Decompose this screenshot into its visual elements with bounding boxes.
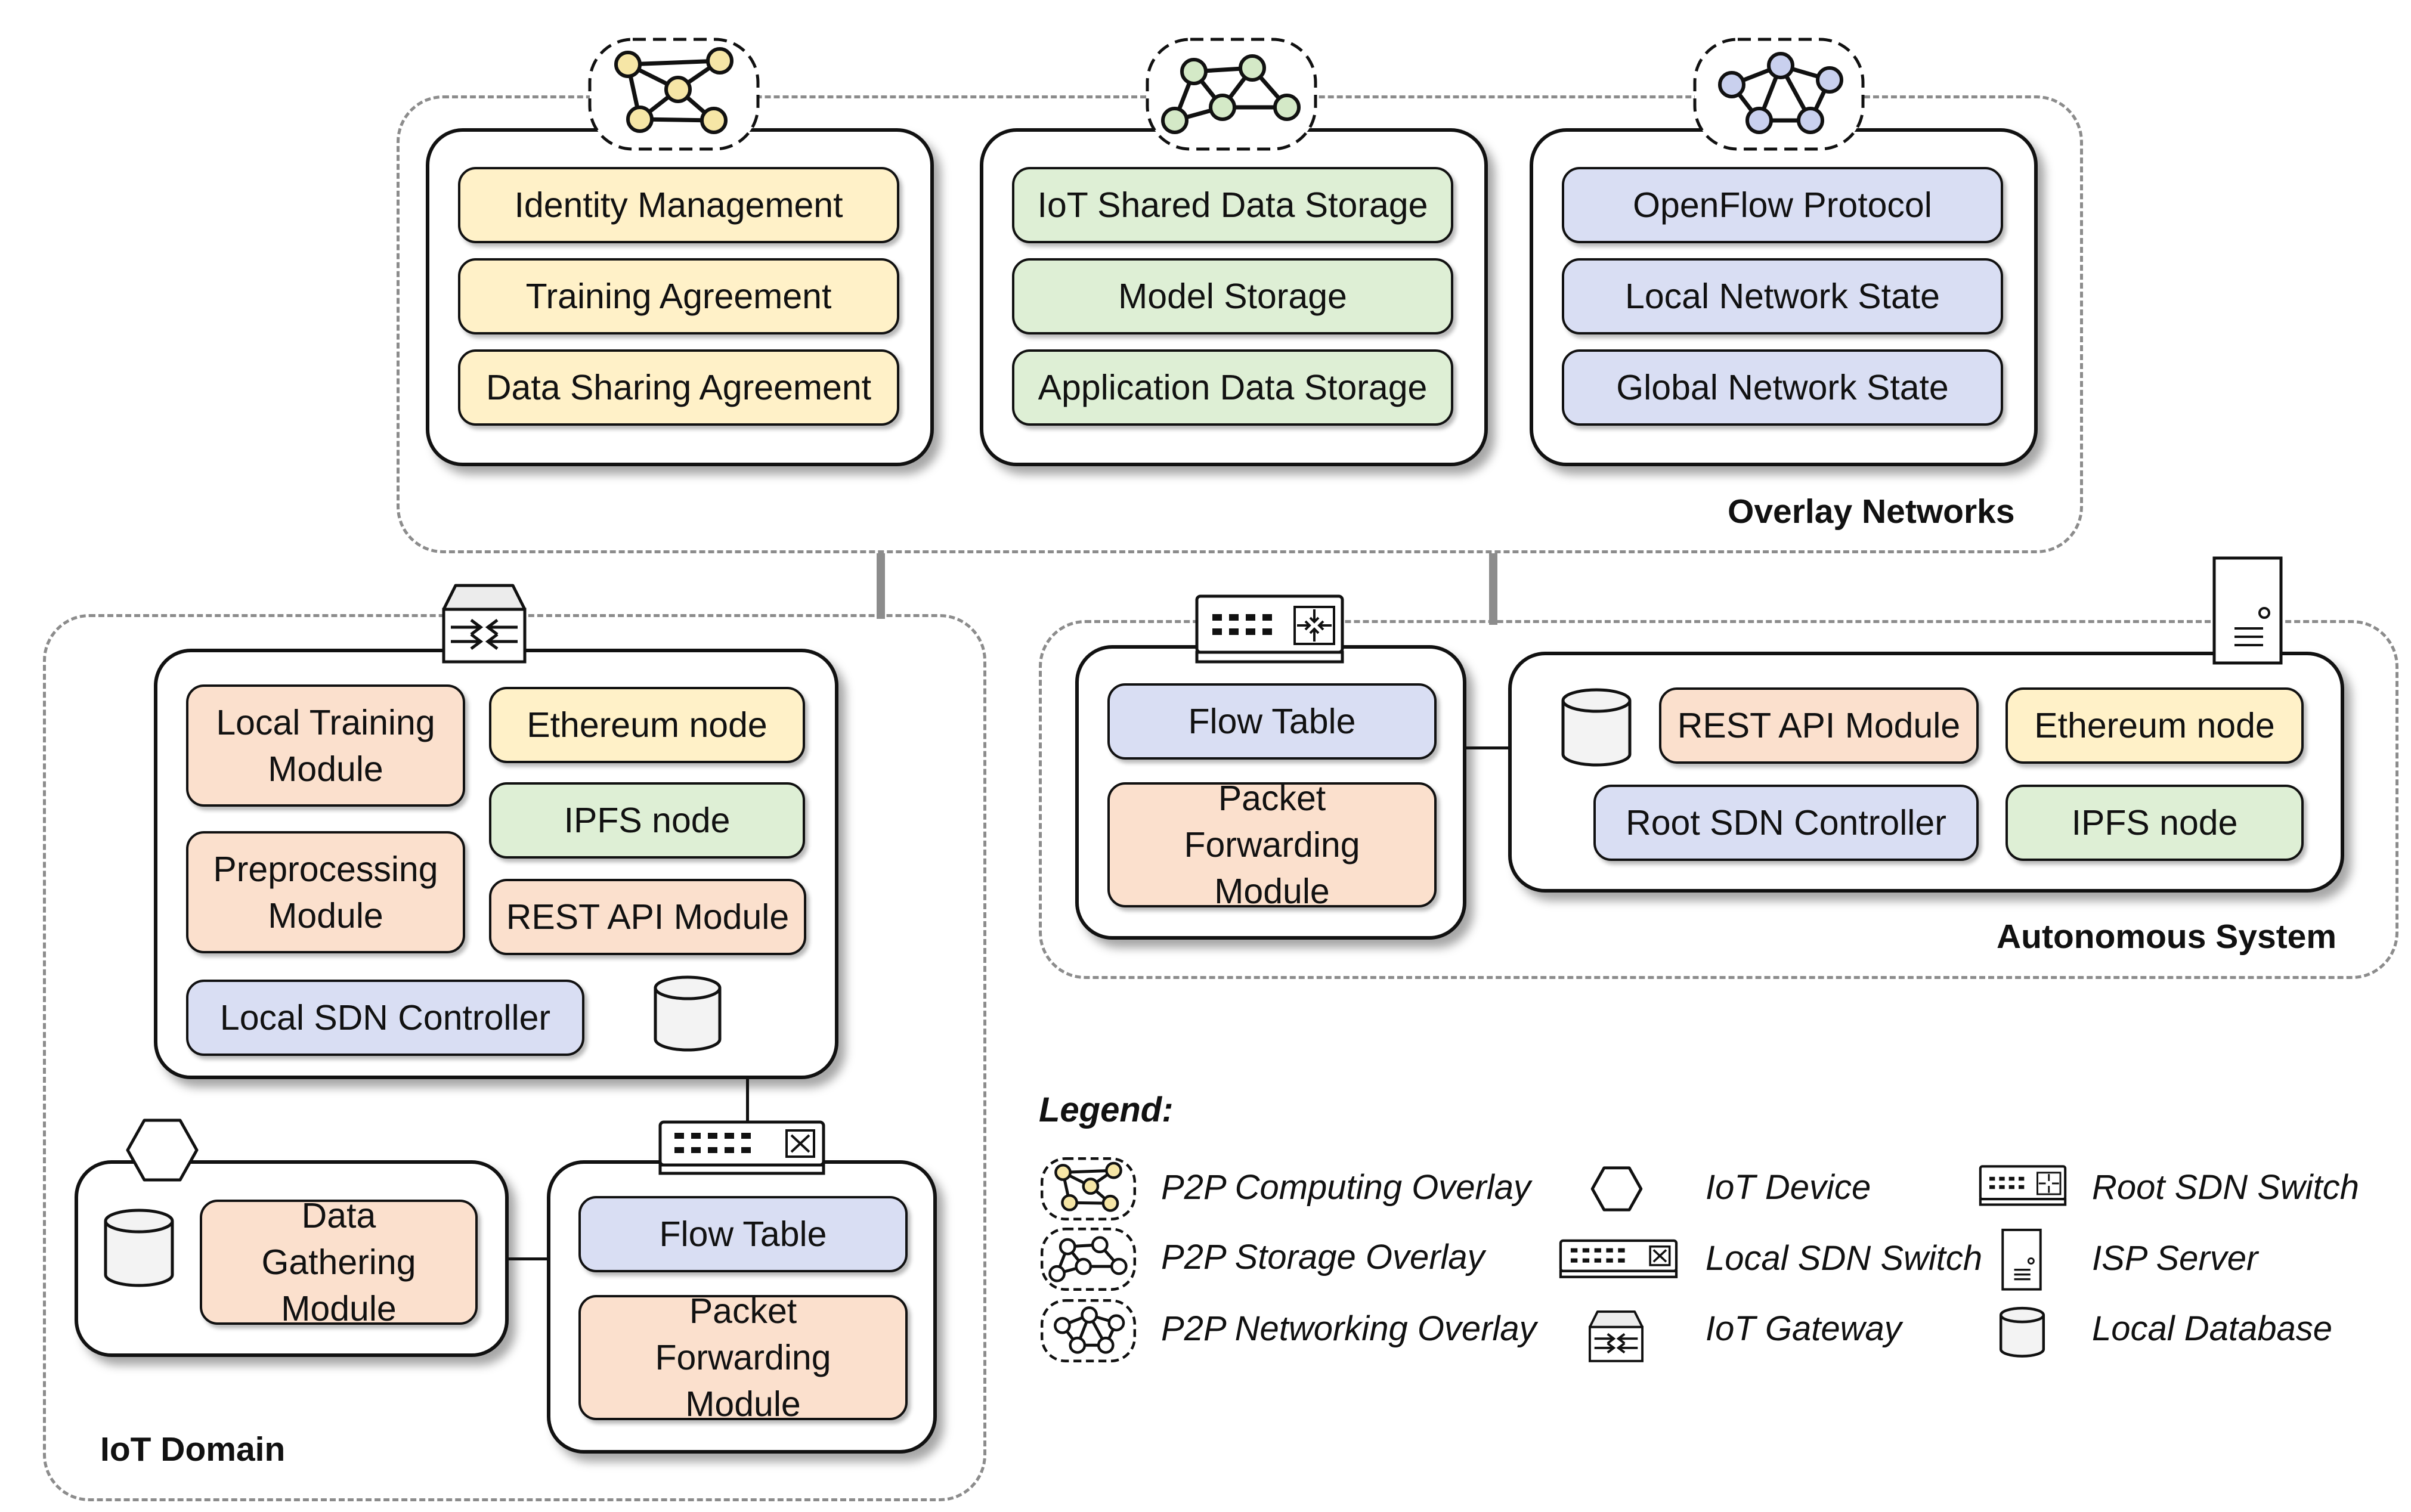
model-storage-module: Model Storage [1012,258,1453,334]
local-network-state-module: Local Network State [1562,258,2003,334]
p2p-networking-overlay-icon [1692,37,1865,151]
p2p-computing-overlay-icon [587,37,760,151]
as-packet-forwarding-module: Packet Forwarding Module [1107,779,1437,911]
legend-p2p-computing-overlay-label: P2P Computing Overlay [1161,1168,1531,1207]
iot-packet-forwarding-module: Packet Forwarding Module [578,1291,908,1424]
legend-local-sdn-switch-label: Local SDN Switch [1706,1239,1983,1278]
overlay-networks-label: Overlay Networks [1728,492,2015,531]
legend-p2p-storage-overlay-icon [1041,1227,1136,1291]
overlay-to-iot-connector [877,553,885,619]
legend-isp-server-icon [2001,1228,2042,1291]
legend-iot-device-label: IoT Device [1706,1168,1871,1207]
as-ethereum-node-module: Ethereum node [2005,687,2304,764]
iot-flow-table-module: Flow Table [578,1196,908,1272]
iot-shared-data-storage-module: IoT Shared Data Storage [1012,167,1453,243]
autonomous-system-region [1039,620,2398,979]
gateway-to-switch-connector [746,1079,749,1127]
legend-local-database-icon [1999,1306,2045,1359]
device-to-switch-connector [509,1257,548,1260]
legend-p2p-storage-overlay-label: P2P Storage Overlay [1161,1238,1485,1276]
legend-iot-gateway-label: IoT Gateway [1706,1309,1902,1348]
legend-local-sdn-switch-icon [1559,1239,1678,1279]
data-sharing-agreement-module: Data Sharing Agreement [458,349,899,426]
global-network-state-module: Global Network State [1562,349,2003,426]
openflow-protocol-module: OpenFlow Protocol [1562,167,2003,243]
legend-title: Legend: [1039,1090,1174,1129]
root-sdn-controller-module: Root SDN Controller [1593,785,1979,861]
iot-device-icon [125,1118,199,1182]
switch-to-server-connector [1466,746,1509,749]
legend-isp-server-label: ISP Server [2092,1239,2258,1278]
as-rest-api-module: REST API Module [1659,687,1979,764]
autonomous-system-label: Autonomous System [1997,918,2337,956]
legend-root-sdn-switch-icon [1979,1165,2067,1207]
iot-database-icon [103,1208,175,1289]
as-flow-table-module: Flow Table [1107,683,1437,760]
data-gathering-module: Data Gathering Module [200,1196,478,1328]
legend-local-database-label: Local Database [2092,1309,2333,1348]
rest-api-module: REST API Module [489,879,806,955]
legend-p2p-networking-overlay-icon [1041,1299,1136,1363]
legend-root-sdn-switch-label: Root SDN Switch [2092,1168,2360,1207]
local-database-icon [652,975,723,1054]
as-ipfs-node-module: IPFS node [2005,785,2304,861]
isp-server-icon [2212,556,2283,666]
training-agreement-module: Training Agreement [458,258,899,334]
ipfs-node-module: IPFS node [489,782,805,859]
server-database-icon [1560,687,1633,769]
iot-domain-label: IoT Domain [100,1430,286,1468]
legend-iot-gateway-icon [1587,1309,1645,1364]
identity-management-module: Identity Management [458,167,899,243]
root-sdn-switch-icon [1194,594,1345,665]
legend-p2p-networking-overlay-label: P2P Networking Overlay [1161,1309,1537,1348]
local-training-module: Local Training Module [186,684,465,807]
p2p-storage-overlay-icon [1145,37,1318,151]
legend-p2p-computing-overlay-icon [1041,1157,1136,1221]
overlay-to-as-connector [1489,553,1497,625]
iot-gateway-icon [440,582,528,667]
local-sdn-controller-module: Local SDN Controller [186,980,584,1056]
preprocessing-module: Preprocessing Module [186,831,465,953]
application-data-storage-module: Application Data Storage [1012,349,1453,426]
ethereum-node-module: Ethereum node [489,687,805,763]
local-sdn-switch-icon [658,1120,826,1177]
legend-iot-device-icon [1590,1166,1644,1212]
